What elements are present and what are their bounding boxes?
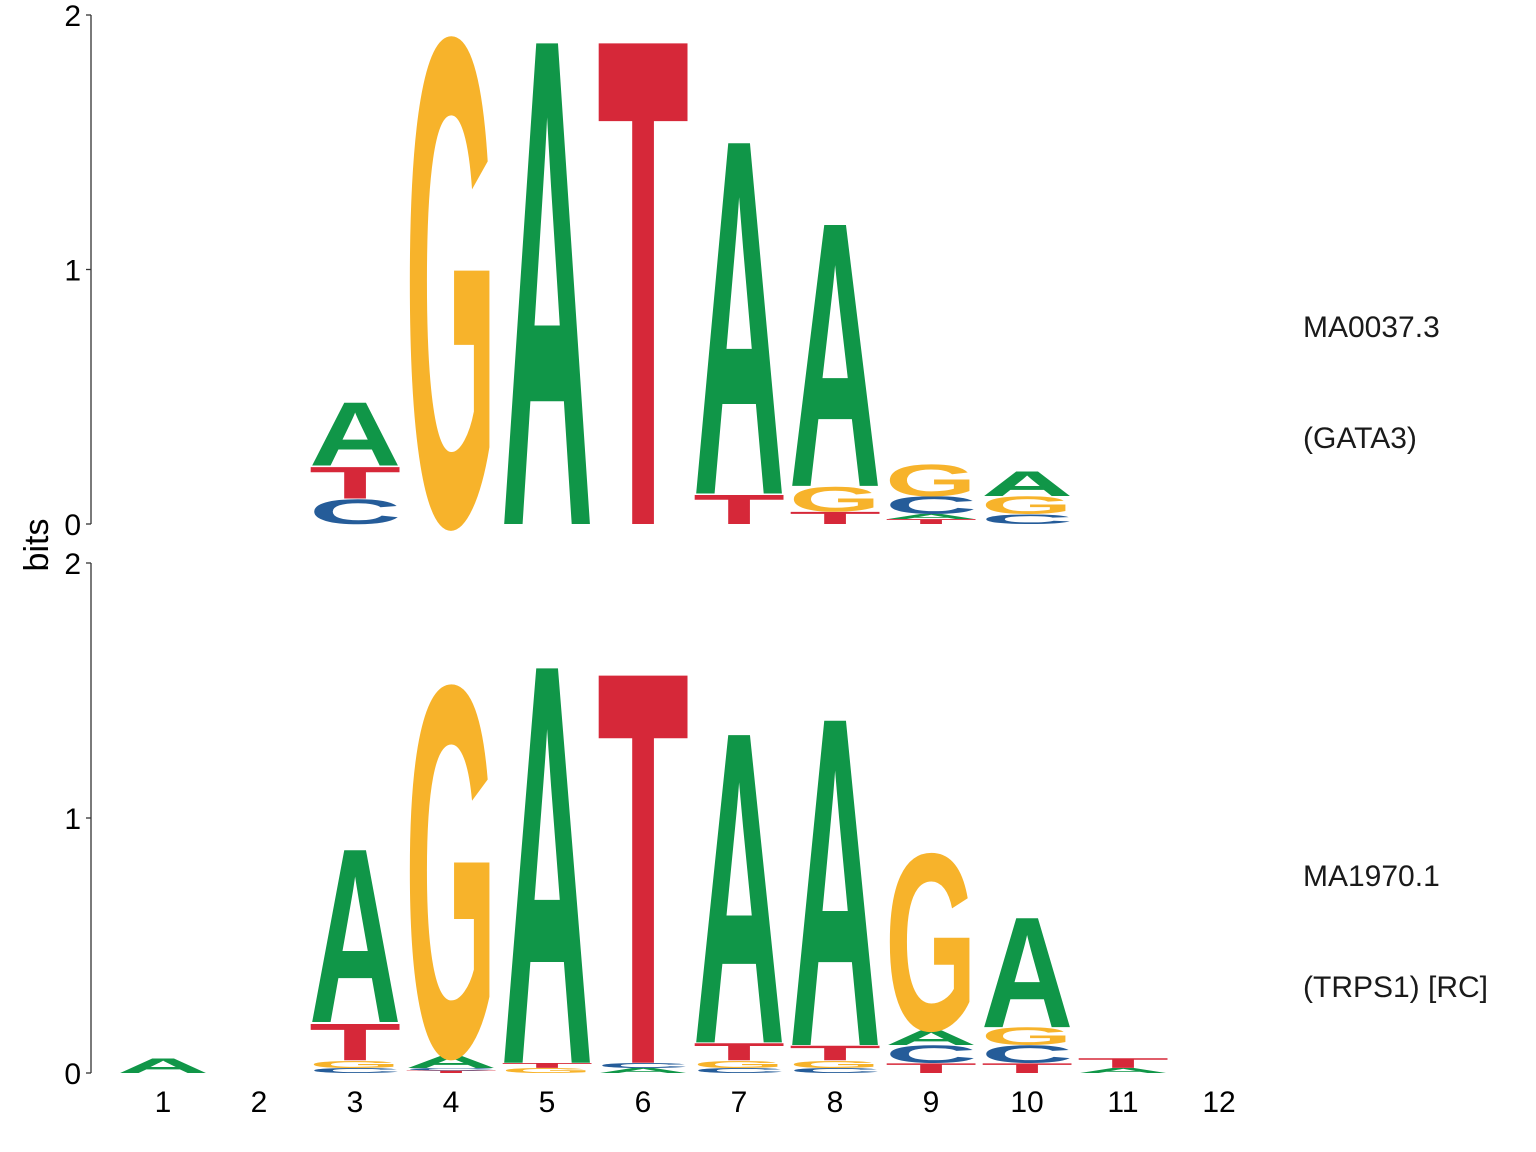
letter-t-glyph: T	[501, 1062, 593, 1070]
letter-t-glyph: T	[597, 0, 689, 673]
letter-a-glyph: A	[981, 885, 1073, 1061]
letter-g-glyph: G	[981, 1023, 1073, 1050]
letter-c-glyph: C	[309, 1067, 401, 1075]
letter-t-glyph: T	[981, 1060, 1073, 1076]
y-tick-label: 2	[64, 0, 81, 33]
letter-g-glyph: G	[501, 1067, 593, 1075]
letter-a-glyph: A	[501, 545, 593, 1152]
motif-tf-lower: (TRPS1) [RC]	[1303, 971, 1489, 1004]
letter-a-glyph: A	[885, 1026, 977, 1050]
x-tick-label: 4	[443, 1086, 460, 1119]
y-tick-label: 1	[64, 803, 81, 836]
x-tick-label: 1	[155, 1086, 172, 1119]
logo-column-10: CGA	[981, 464, 1073, 527]
motif-id-lower: MA1970.1	[1303, 860, 1440, 893]
logo-column-11: AT	[1077, 1055, 1169, 1074]
letter-c-glyph: C	[885, 1041, 977, 1068]
letter-a-glyph: A	[405, 1052, 497, 1072]
logo-column-6: T	[597, 0, 689, 673]
letter-a-glyph: A	[981, 464, 1073, 503]
logo-column-4: G	[405, 0, 497, 673]
letter-g-glyph: G	[405, 0, 497, 673]
logo-column-6: ACT	[597, 555, 689, 1152]
x-tick-label: 6	[635, 1086, 652, 1119]
letter-g-glyph: G	[885, 455, 977, 506]
letter-t-glyph: T	[885, 1060, 977, 1076]
letter-t-glyph: T	[789, 1041, 881, 1065]
x-tick-label: 11	[1107, 1086, 1138, 1119]
y-tick-label: 1	[64, 255, 81, 288]
letter-g-glyph: G	[885, 800, 977, 1083]
y-tick-label: 2	[64, 548, 81, 581]
letter-c-glyph: C	[693, 1067, 785, 1075]
motif-id-upper: MA0037.3	[1303, 311, 1440, 344]
logo-column-7: TA	[693, 33, 785, 602]
letter-a-glyph: A	[309, 382, 401, 485]
y-axis-title: bits	[18, 519, 56, 572]
letter-t-glyph: T	[597, 555, 689, 1152]
logo-column-5: GTA	[501, 545, 593, 1152]
motif-label-lower: MA1970.1 (TRPS1) [RC]	[1303, 784, 1488, 1043]
logo-column-5: A	[501, 0, 593, 673]
letter-c-glyph: C	[597, 1062, 689, 1070]
x-tick-label: 7	[731, 1086, 748, 1119]
letter-a-glyph: A	[885, 513, 977, 521]
letter-g-glyph: G	[405, 575, 497, 1152]
letter-t-glyph: T	[885, 518, 977, 526]
x-tick-label: 9	[923, 1086, 940, 1119]
letter-a-glyph: A	[693, 639, 785, 1138]
y-tick-label: 0	[64, 509, 81, 542]
letter-t-glyph: T	[405, 1070, 497, 1074]
letter-t-glyph: T	[309, 457, 401, 508]
letter-g-glyph: G	[693, 1058, 785, 1070]
y-tick-label: 0	[64, 1058, 81, 1091]
letter-t-glyph: T	[1077, 1055, 1169, 1071]
letter-t-glyph: T	[693, 486, 785, 533]
letter-g-glyph: G	[309, 1058, 401, 1070]
letter-t-glyph: T	[789, 508, 881, 528]
letter-c-glyph: C	[885, 492, 977, 519]
logo-column-1: A	[117, 1054, 209, 1078]
x-tick-label: 12	[1202, 1086, 1235, 1119]
letter-c-glyph: C	[981, 511, 1073, 527]
letter-a-glyph: A	[117, 1054, 209, 1078]
letter-c-glyph: C	[405, 1067, 497, 1071]
x-tick-label: 3	[347, 1086, 364, 1119]
letter-a-glyph: A	[597, 1067, 689, 1075]
letter-a-glyph: A	[501, 0, 593, 673]
letter-a-glyph: A	[789, 143, 881, 566]
letter-c-glyph: C	[789, 1067, 881, 1075]
letter-g-glyph: G	[981, 492, 1073, 519]
letter-a-glyph: A	[789, 619, 881, 1146]
letter-a-glyph: A	[693, 33, 785, 602]
logo-column-3: CTA	[309, 382, 401, 531]
y-axis-upper: 0 1 2	[64, 0, 92, 542]
letter-a-glyph: A	[1077, 1067, 1169, 1075]
letter-t-glyph: T	[693, 1038, 785, 1066]
letter-g-glyph: G	[789, 480, 881, 519]
x-tick-label: 10	[1010, 1086, 1043, 1119]
motif-tf-upper: (GATA3)	[1303, 422, 1417, 455]
motif-label-upper: MA0037.3 (GATA3)	[1303, 235, 1440, 494]
x-tick-label: 2	[251, 1086, 268, 1119]
x-tick-label: 5	[539, 1086, 556, 1119]
letter-a-glyph: A	[309, 797, 401, 1076]
y-axis-lower: 0 1 2	[64, 548, 92, 1091]
letter-c-glyph: C	[981, 1041, 1073, 1068]
letter-t-glyph: T	[309, 1013, 401, 1072]
x-tick-label: 8	[827, 1086, 844, 1119]
letter-g-glyph: G	[789, 1058, 881, 1070]
letter-c-glyph: C	[309, 492, 401, 531]
logo-column-8: TGA	[789, 143, 881, 566]
